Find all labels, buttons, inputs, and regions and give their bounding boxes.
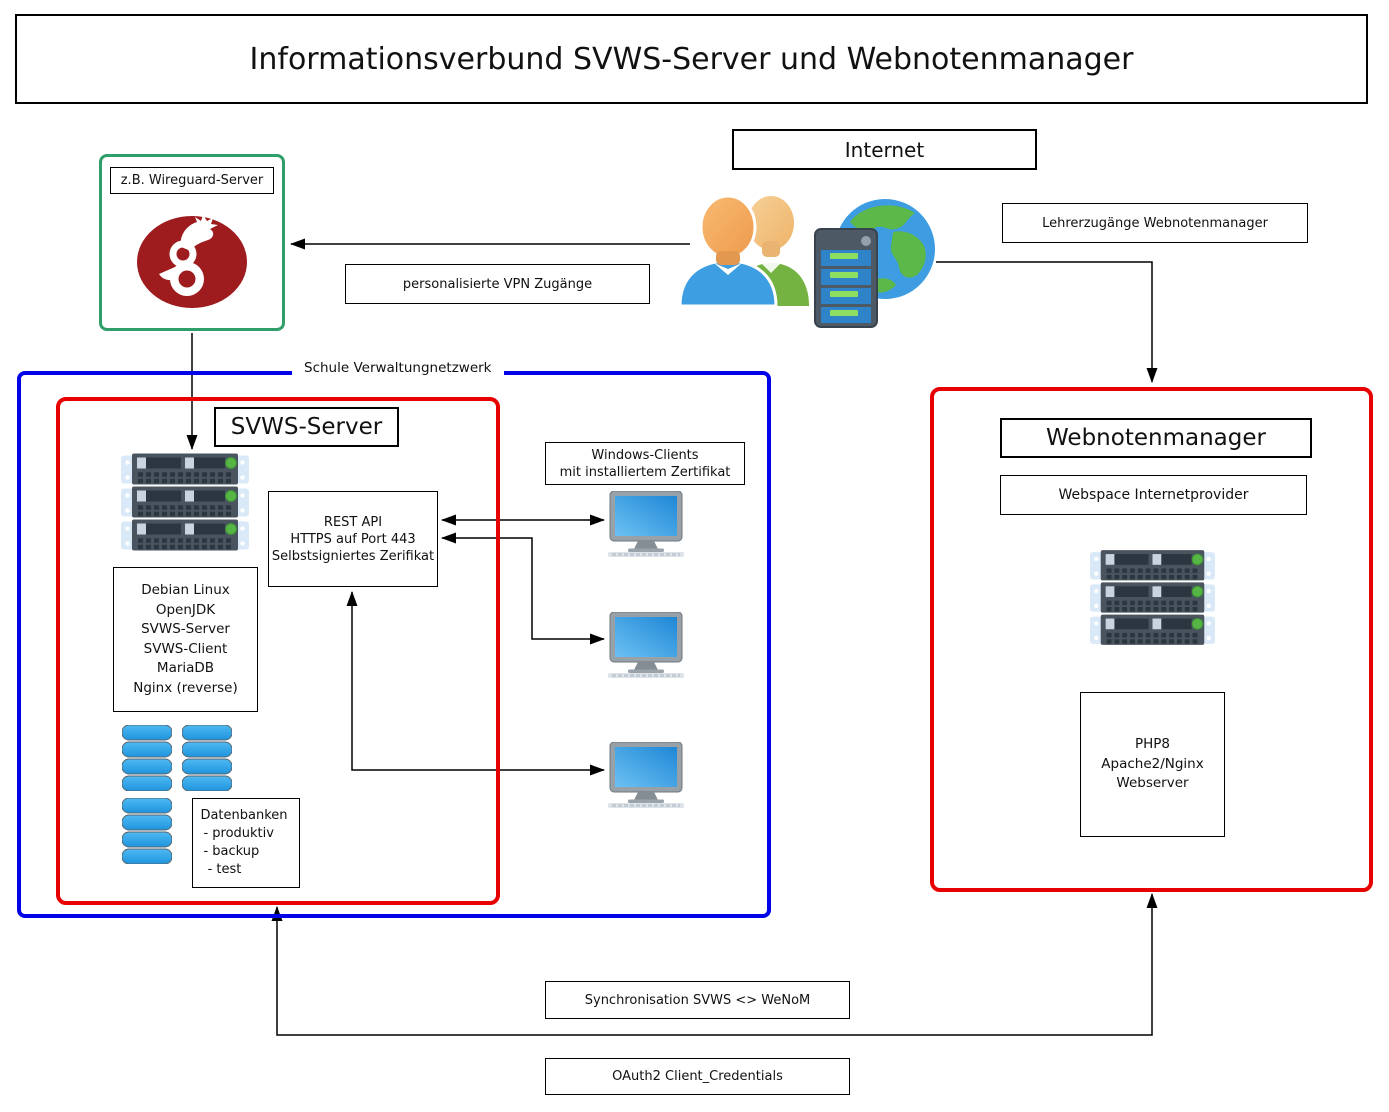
wenom-title: Webnotenmanager [1000,418,1312,458]
text-line: REST API [323,514,383,530]
svws-server-rack-icon [121,453,249,553]
database-icon [122,798,172,864]
wenom-server-rack-icon [1090,550,1215,647]
text-line: Webserver [1116,775,1189,792]
oauth-label: OAuth2 Client_Credentials [545,1058,850,1095]
text-line: Nginx (reverse) [133,679,238,696]
svws-zone [56,397,500,905]
text-line: Debian Linux [141,582,230,598]
text-line: - test [203,862,242,877]
server-tower-icon [814,228,878,328]
datenbanken-items: - produktiv - backup - test [203,825,296,879]
wireguard-label: z.B. Wireguard-Server [110,167,274,194]
windows-client-monitor-icon [608,491,684,557]
diagram-title: Informationsverbund SVWS-Server und Webn… [15,14,1368,104]
windows-client-monitor-icon [608,612,684,678]
text-line: - backup [203,844,260,859]
text-line: SVWS-Client [143,640,228,657]
wireguard-logo-icon [135,213,249,311]
text-line: SVWS-Server [141,621,230,637]
text-line: Apache2/Nginx [1101,755,1204,772]
arrow-internet-to-wenom [936,261,1158,383]
wenom-zone [930,387,1373,892]
verwaltungsnetz-label: Schule Verwaltungnetzwerk [292,356,504,380]
text-line: Windows-Clients [591,447,699,463]
lehrerzugaenge-label: Lehrerzugänge Webnotenmanager [1002,203,1308,243]
text-line: OpenJDK [155,601,216,618]
internet-box: Internet [732,129,1037,170]
text-line: PHP8 [1134,736,1171,753]
text-line: mit installiertem Zertifikat [559,464,731,480]
wenom-provider-box: Webspace Internetprovider [1000,475,1307,515]
text-line: HTTPS auf Port 443 [290,531,416,547]
datenbanken-title: Datenbanken [200,808,288,823]
synchronisation-label: Synchronisation SVWS <> WeNoM [545,981,850,1019]
database-icon [122,725,172,791]
database-icon [182,725,232,791]
text-line: Selbstsigniertes Zerifikat [271,548,435,564]
windows-client-monitor-icon [608,742,684,808]
svws-title: SVWS-Server [214,407,399,447]
text-line: MariaDB [156,660,215,676]
datenbanken-box: Datenbanken - produktiv - backup - test [192,798,300,888]
text-line: - produktiv [203,826,274,841]
users-icon [678,185,812,307]
vpn-label: personalisierte VPN Zugänge [345,264,650,304]
